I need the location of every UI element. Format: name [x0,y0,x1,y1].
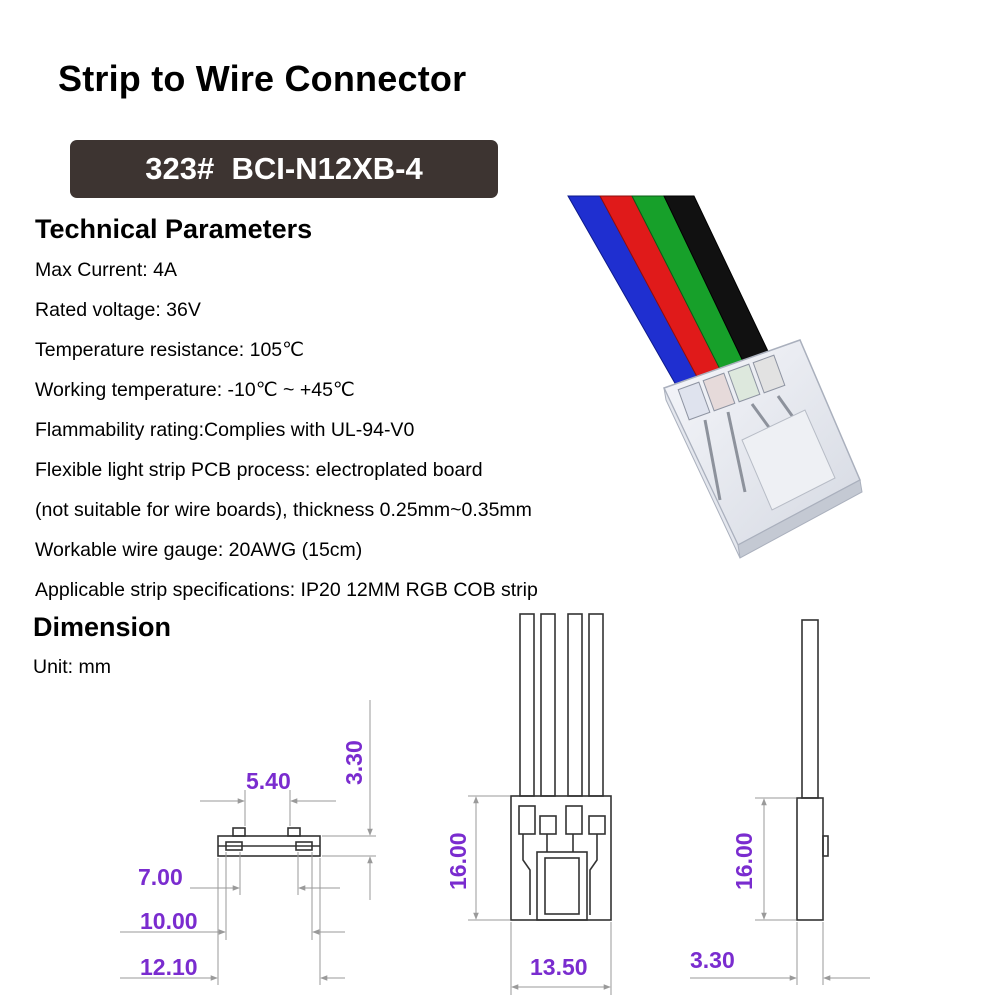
top-view-drawing [120,700,376,985]
page-title: Strip to Wire Connector [58,58,467,99]
front-view-drawing [468,613,612,995]
dimension-heading: Dimension [33,612,172,642]
dim-label-width-7: 7.00 [138,864,183,890]
connector-product-illustration [567,195,863,559]
param-working-temperature: Working temperature: -10℃ ~ +45℃ [35,379,355,401]
dim-label-front-width: 13.50 [530,954,588,980]
param-max-current: Max Current: 4A [35,259,177,281]
model-badge: 323# BCI-N12XB-4 [70,140,498,198]
param-flammability: Flammability rating:Complies with UL-94-… [35,419,415,441]
unit-label: Unit: mm [33,656,111,678]
param-rated-voltage: Rated voltage: 36V [35,299,201,321]
dim-label-width-12: 12.10 [140,954,198,980]
dim-label-side-height: 16.00 [731,832,757,890]
param-pcb-thickness: (not suitable for wire boards), thicknes… [35,499,532,521]
param-wire-gauge: Workable wire gauge: 20AWG (15cm) [35,539,363,561]
dim-label-front-height: 16.00 [445,832,471,890]
dim-label-width-10: 10.00 [140,908,198,934]
technical-parameters-list: Max Current: 4A Rated voltage: 36V Tempe… [35,258,538,618]
dim-label-top-width: 5.40 [246,768,291,794]
param-pcb-process: Flexible light strip PCB process: electr… [35,459,483,481]
technical-parameters-heading: Technical Parameters [35,214,313,244]
dim-label-top-height: 3.30 [341,740,367,785]
param-strip-spec: Applicable strip specifications: IP20 12… [35,579,538,601]
side-view-drawing [690,619,870,985]
dim-label-side-width: 3.30 [690,947,735,973]
param-temperature-resistance: Temperature resistance: 105℃ [35,339,305,361]
